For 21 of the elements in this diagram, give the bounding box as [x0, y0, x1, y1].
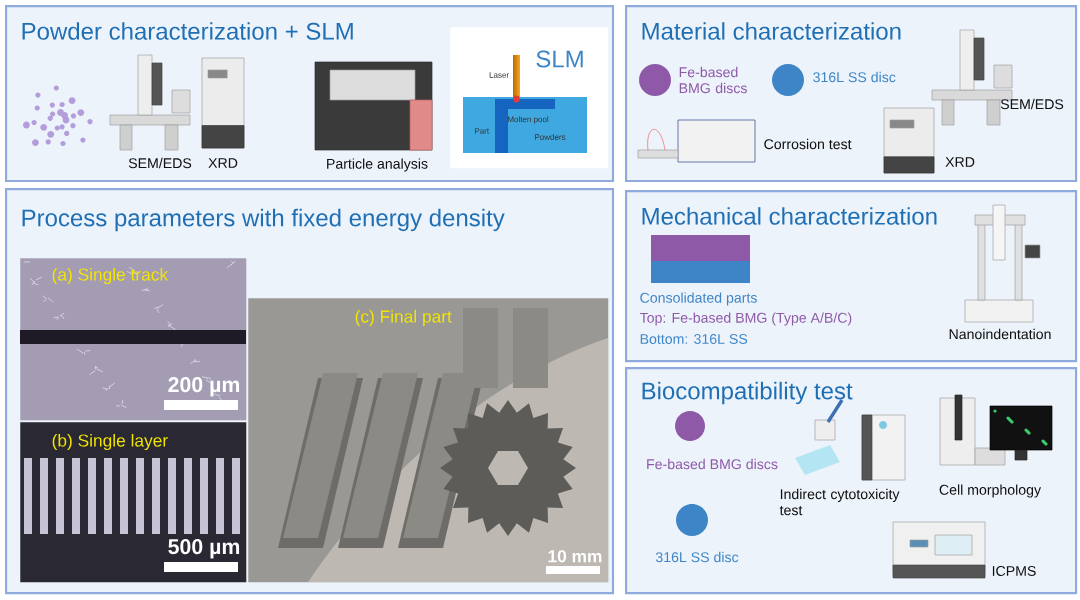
- label: Cell morphology: [939, 484, 1041, 498]
- label: Bottom: 316L SS: [640, 334, 748, 344]
- photo: (b) Single layer 500 µm: [20, 422, 247, 583]
- label: Corrosion test: [764, 138, 852, 150]
- label: Top: Fe-based BMG (Type A/B/C): [639, 312, 852, 326]
- label: Fe-based BMG discs: [679, 66, 747, 94]
- label: Consolidated parts: [640, 292, 757, 306]
- label: Particle analysis: [327, 158, 428, 172]
- label: SEM/EDS: [1000, 98, 1064, 110]
- label: Indirect cytotoxicity test: [779, 488, 900, 516]
- label: XRD: [945, 157, 975, 167]
- label: XRD: [208, 158, 238, 168]
- label: Nanoindentation: [949, 328, 1051, 340]
- photo: (c) Final part 10 mm: [248, 298, 609, 583]
- label: 316L SS disc: [655, 551, 739, 563]
- label: ICPMS: [992, 566, 1036, 576]
- slm-schematic: SLM Laser Molten pool Part Powders: [450, 27, 609, 169]
- label: SEM/EDS: [128, 157, 192, 169]
- label: 316L SS disc: [813, 71, 896, 83]
- photo: (a) Single track 200 µm: [20, 258, 247, 421]
- label: Fe-based BMG discs: [647, 458, 778, 470]
